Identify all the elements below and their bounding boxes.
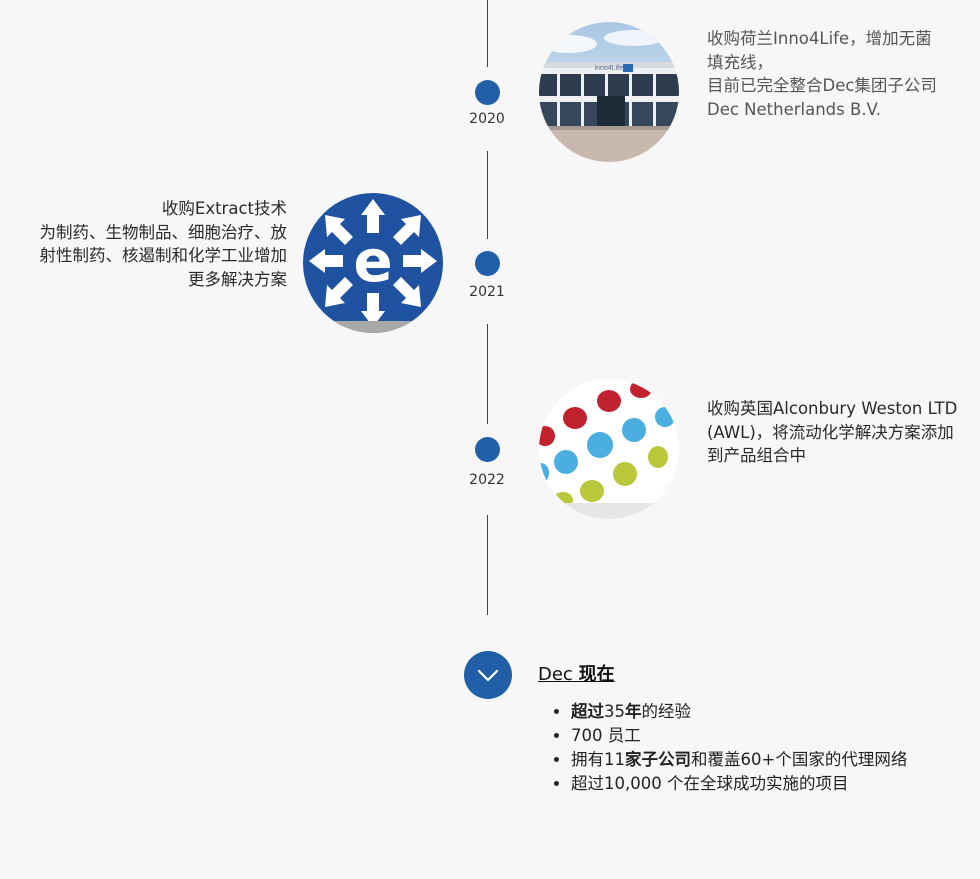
now-title-bold: 现在 <box>578 664 615 685</box>
timeline-year-2021: 2021 <box>469 284 505 300</box>
timeline-line <box>487 151 488 239</box>
building-sign: inno4Life <box>595 65 624 72</box>
timeline-text-line: 为制药、生物制品、细胞治疗、放 <box>39 222 288 242</box>
timeline-text-line: Dec Netherlands B.V. <box>707 99 881 119</box>
extract-technology-logo: e <box>303 193 443 333</box>
logo-letter: e <box>353 227 392 295</box>
timeline-year-2020: 2020 <box>469 111 505 127</box>
list-item: 700 员工 <box>571 724 907 748</box>
list-item: 拥有11家子公司和覆盖60+个国家的代理网络 <box>571 748 907 772</box>
timeline-line <box>487 324 488 424</box>
colored-dots-pattern <box>539 379 679 519</box>
now-section-title[interactable]: Dec 现在 <box>538 660 615 686</box>
timeline-text-line: 更多解决方案 <box>188 269 287 289</box>
timeline-dot-2022 <box>475 437 500 462</box>
timeline-text-line: 到产品组合中 <box>707 446 806 465</box>
fact-text: 的经验 <box>641 702 692 721</box>
now-title-prefix: Dec <box>538 664 579 685</box>
timeline-text-2021: 收购Extract技术 为制药、生物制品、细胞治疗、放 射性制药、核遏制和化学工… <box>12 197 288 291</box>
now-facts-list: 超过35年的经验 700 员工 拥有11家子公司和覆盖60+个国家的代理网络 超… <box>553 700 907 796</box>
timeline-text-2020: 收购荷兰Inno4Life，增加无菌 填充线， 目前已完全整合Dec集团子公司 … <box>707 27 937 121</box>
fact-number: 35 <box>604 702 625 721</box>
timeline-text-line: (AWL)，将流动化学解决方案添加 <box>707 422 954 442</box>
timeline-text-line: 收购Extract技术 <box>161 199 287 218</box>
inno4life-building-photo: inno4Life <box>539 22 679 162</box>
timeline-year-2022: 2022 <box>469 472 505 488</box>
list-item: 超过10,000 个在全球成功实施的项目 <box>571 772 907 796</box>
fact-text: 700 员工 <box>571 726 641 745</box>
timeline-dot-2021 <box>475 251 500 276</box>
timeline-text-line: 目前已完全整合Dec集团子公司 <box>707 76 937 95</box>
timeline-text-line: 射性制药、核遏制和化学工业增加 <box>39 246 288 265</box>
fact-bold: 家子公司 <box>625 750 691 769</box>
fact-text: 超过10,000 个在全球成功实施的项目 <box>571 774 849 793</box>
fact-text: 拥有11 <box>571 750 625 769</box>
timeline-text-line: 填充线， <box>707 52 773 72</box>
chevron-down-icon <box>477 669 499 682</box>
fact-bold: 年 <box>625 702 642 721</box>
fact-bold: 超过 <box>571 702 604 721</box>
timeline-text-2022: 收购英国Alconbury Weston LTD (AWL)，将流动化学解决方案… <box>707 397 957 468</box>
fact-text: 和覆盖60+个国家的代理网络 <box>691 750 908 769</box>
timeline-text-line: 收购荷兰Inno4Life，增加无菌 <box>707 29 932 48</box>
expand-now-button[interactable] <box>464 651 512 699</box>
list-item: 超过35年的经验 <box>571 700 907 724</box>
timeline-line <box>487 0 488 67</box>
timeline-line <box>487 515 488 615</box>
timeline-text-line: 收购英国Alconbury Weston LTD <box>707 399 958 418</box>
timeline-dot-2020 <box>475 80 500 105</box>
